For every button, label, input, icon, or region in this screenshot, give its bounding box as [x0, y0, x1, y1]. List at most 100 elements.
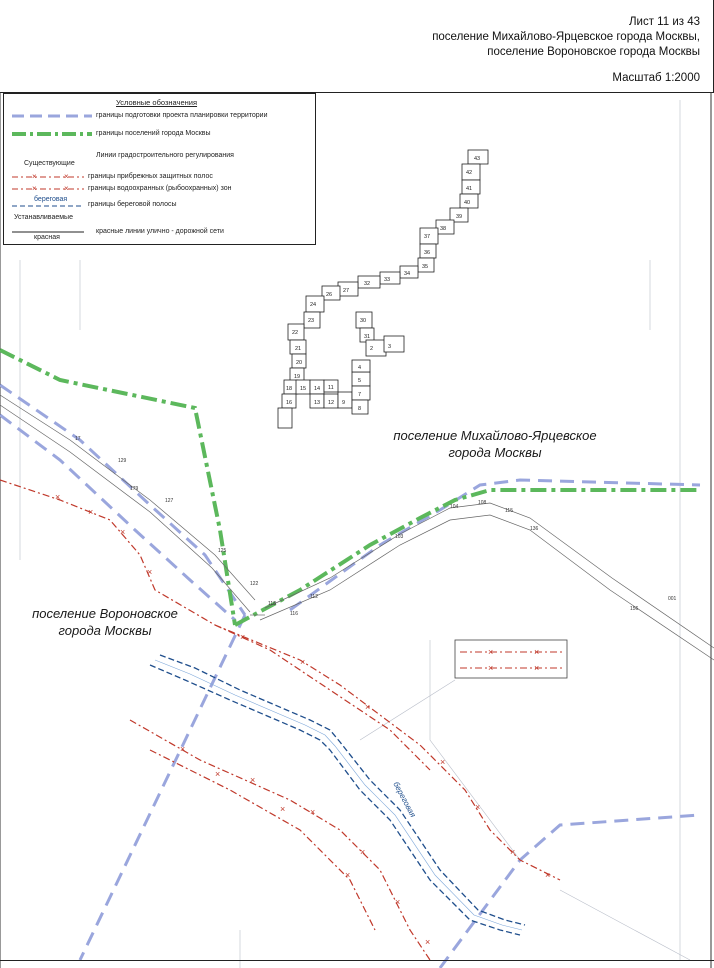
- legend-red-label: красная: [34, 234, 60, 241]
- settlement-boundary: [0, 348, 700, 627]
- svg-text:17: 17: [75, 436, 81, 442]
- svg-text:11: 11: [328, 385, 334, 391]
- svg-text:14: 14: [314, 386, 320, 392]
- svg-text:8: 8: [358, 406, 361, 412]
- svg-text:33: 33: [384, 277, 390, 283]
- map-scale: Масштаб 1:2000: [612, 72, 700, 84]
- legend-established-section: Устанавливаемые: [14, 214, 73, 221]
- svg-text:127: 127: [165, 498, 174, 504]
- svg-text:19: 19: [294, 374, 300, 380]
- svg-text:×: ×: [310, 807, 315, 817]
- legend-red-lines: красные линии улично - дорожной сети: [96, 228, 224, 235]
- svg-text:×: ×: [534, 647, 539, 657]
- svg-text:20: 20: [296, 360, 302, 366]
- svg-text:×: ×: [488, 647, 493, 657]
- svg-text:116: 116: [290, 611, 298, 617]
- svg-text:13: 13: [314, 400, 320, 406]
- svg-text:×: ×: [147, 567, 152, 577]
- svg-text:36: 36: [424, 250, 430, 256]
- svg-text:38: 38: [440, 226, 446, 232]
- svg-text:×: ×: [250, 775, 255, 785]
- svg-text:001: 001: [668, 596, 677, 602]
- legend-red-lines-section: Линии градостроительного регулирования: [96, 152, 234, 159]
- svg-text:16: 16: [286, 400, 292, 406]
- svg-text:179: 179: [130, 486, 139, 492]
- svg-text:×: ×: [32, 184, 37, 193]
- svg-text:×: ×: [180, 744, 185, 754]
- svg-text:24: 24: [310, 302, 316, 308]
- svg-text:×: ×: [240, 632, 245, 642]
- svg-text:112: 112: [310, 594, 318, 600]
- header-settlement-line2: поселение Вороновское города Москвы: [487, 46, 700, 58]
- svg-text:41: 41: [466, 186, 472, 192]
- svg-text:7: 7: [358, 392, 361, 398]
- svg-text:×: ×: [32, 172, 37, 181]
- svg-text:129: 129: [118, 458, 127, 464]
- legend-coastal-strip: границы прибрежных защитных полос: [88, 173, 213, 180]
- svg-text:27: 27: [343, 288, 349, 294]
- legend-settlement-boundary: границы поселений города Москвы: [96, 130, 211, 137]
- svg-text:×: ×: [215, 769, 220, 779]
- svg-text:30: 30: [360, 318, 366, 324]
- svg-text:118: 118: [268, 601, 276, 607]
- inset-x-markers: × × × ×: [488, 647, 539, 673]
- svg-text:×: ×: [120, 527, 125, 537]
- label-voronovskoe-line2: города Москвы: [58, 623, 152, 638]
- coastal-x-markers: × × × × × × × × × × × × × × × × × × × ×: [55, 492, 550, 947]
- label-mikhailovo-line1: поселение Михайлово-Ярцевское: [393, 428, 597, 443]
- svg-text:22: 22: [292, 330, 298, 336]
- coastal-strip-lines: [0, 479, 561, 961]
- label-voronovskoe-line1: поселение Вороновское: [32, 606, 178, 621]
- svg-text:115: 115: [505, 508, 513, 514]
- legend-shoreline-label: береговая: [34, 196, 68, 203]
- svg-text:15: 15: [300, 386, 306, 392]
- svg-text:12: 12: [328, 400, 334, 406]
- svg-text:×: ×: [534, 663, 539, 673]
- svg-text:×: ×: [365, 702, 370, 712]
- svg-text:43: 43: [474, 156, 480, 162]
- svg-text:×: ×: [345, 870, 350, 880]
- svg-text:×: ×: [360, 847, 365, 857]
- legend-symbols: × × × ×: [12, 114, 92, 233]
- svg-text:4: 4: [358, 365, 361, 371]
- svg-text:40: 40: [464, 200, 470, 206]
- parcel-chain: [277, 149, 489, 429]
- svg-text:2: 2: [370, 346, 373, 352]
- svg-text:×: ×: [545, 870, 550, 880]
- svg-text:136: 136: [530, 526, 539, 532]
- svg-text:21: 21: [295, 346, 301, 352]
- svg-text:×: ×: [64, 172, 69, 181]
- sheet-number: Лист 11 из 43: [629, 16, 700, 28]
- cadastral-lines: [19, 100, 691, 968]
- svg-text:×: ×: [488, 663, 493, 673]
- svg-text:103: 103: [395, 534, 404, 540]
- legend-shoreline: границы береговой полосы: [88, 201, 177, 208]
- svg-text:5: 5: [358, 378, 361, 384]
- legend-existing-section: Существующие: [24, 160, 75, 167]
- svg-text:42: 42: [466, 170, 472, 176]
- map-inset-legend: [454, 639, 568, 679]
- svg-text:×: ×: [300, 657, 305, 667]
- svg-text:32: 32: [364, 281, 370, 287]
- svg-text:9: 9: [342, 400, 345, 406]
- svg-text:×: ×: [64, 184, 69, 193]
- svg-text:×: ×: [440, 757, 445, 767]
- svg-text:37: 37: [424, 234, 430, 240]
- svg-text:104: 104: [450, 504, 459, 510]
- svg-text:×: ×: [510, 847, 515, 857]
- svg-text:108: 108: [478, 500, 487, 506]
- legend-water-zone: границы водоохранных (рыбоохранных) зон: [88, 185, 232, 192]
- bottom-border: [0, 960, 714, 961]
- svg-text:39: 39: [456, 214, 462, 220]
- svg-text:18: 18: [286, 386, 292, 392]
- svg-text:×: ×: [55, 492, 60, 502]
- road-corridor: [0, 394, 714, 661]
- svg-text:125: 125: [218, 548, 227, 554]
- svg-text:×: ×: [280, 804, 285, 814]
- legend-title: Условные обозначения: [116, 98, 198, 107]
- svg-text:×: ×: [88, 507, 93, 517]
